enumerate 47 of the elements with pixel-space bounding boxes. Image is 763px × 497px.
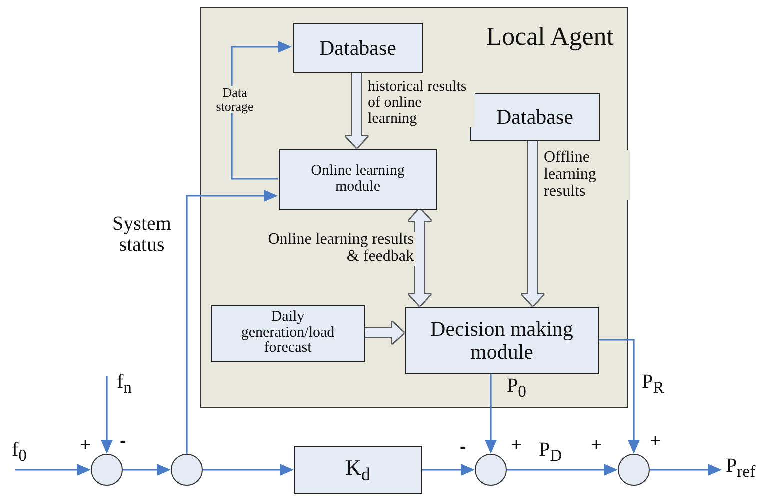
edge-label: P$_{D}$ bbox=[539, 440, 562, 464]
arrow bbox=[186, 190, 278, 454]
panel-title: Local Agent bbox=[486, 22, 614, 52]
arrow bbox=[203, 464, 294, 476]
summing-junction bbox=[171, 454, 203, 486]
edge-label: historical results of online learning bbox=[366, 80, 475, 128]
process-box bbox=[293, 23, 423, 73]
box-text: Daily generation/load forecast bbox=[240, 310, 336, 358]
arrow bbox=[507, 464, 618, 476]
process-box bbox=[470, 93, 600, 141]
hollow-arrow bbox=[364, 322, 404, 344]
hollow-arrow bbox=[409, 209, 431, 306]
edge-label: P$_{0}$ bbox=[505, 376, 528, 400]
edge-label: P$_{ref}$ bbox=[726, 456, 756, 480]
box-text: K$_{d}$ bbox=[345, 456, 371, 484]
process-box bbox=[294, 446, 422, 494]
hollow-arrow bbox=[346, 72, 368, 148]
hollow-arrow bbox=[522, 140, 544, 306]
arrow bbox=[123, 464, 171, 476]
sign-label: + bbox=[591, 436, 602, 456]
summing-junction bbox=[475, 454, 507, 486]
sign-label: + bbox=[80, 436, 92, 456]
edge-label: f$_{n}$ bbox=[117, 372, 132, 396]
box-text: Decision making module bbox=[430, 318, 574, 363]
sign-label: - bbox=[120, 432, 126, 452]
box-text: Online learning module bbox=[310, 164, 406, 196]
process-box bbox=[279, 149, 437, 210]
arrow bbox=[650, 464, 722, 476]
arrow bbox=[231, 41, 292, 180]
edge-label: System status bbox=[112, 214, 172, 256]
process-box bbox=[405, 307, 599, 374]
edge-label: P$_{R}$ bbox=[642, 372, 664, 396]
summing-junction bbox=[618, 454, 650, 486]
sign-label: + bbox=[650, 432, 662, 452]
process-box bbox=[211, 305, 365, 362]
arrow bbox=[15, 464, 91, 476]
box-text: Database bbox=[496, 106, 574, 128]
edge-label: Offline learning results bbox=[542, 150, 630, 200]
summing-junction bbox=[91, 454, 123, 486]
arrow bbox=[485, 373, 497, 454]
sign-label: + bbox=[511, 436, 522, 456]
arrow bbox=[598, 339, 640, 454]
box-text: Database bbox=[320, 36, 396, 60]
arrow bbox=[101, 376, 113, 454]
sign-label: - bbox=[460, 438, 466, 458]
arrow bbox=[422, 464, 475, 476]
edge-label: f$_{0}$ bbox=[12, 440, 27, 464]
